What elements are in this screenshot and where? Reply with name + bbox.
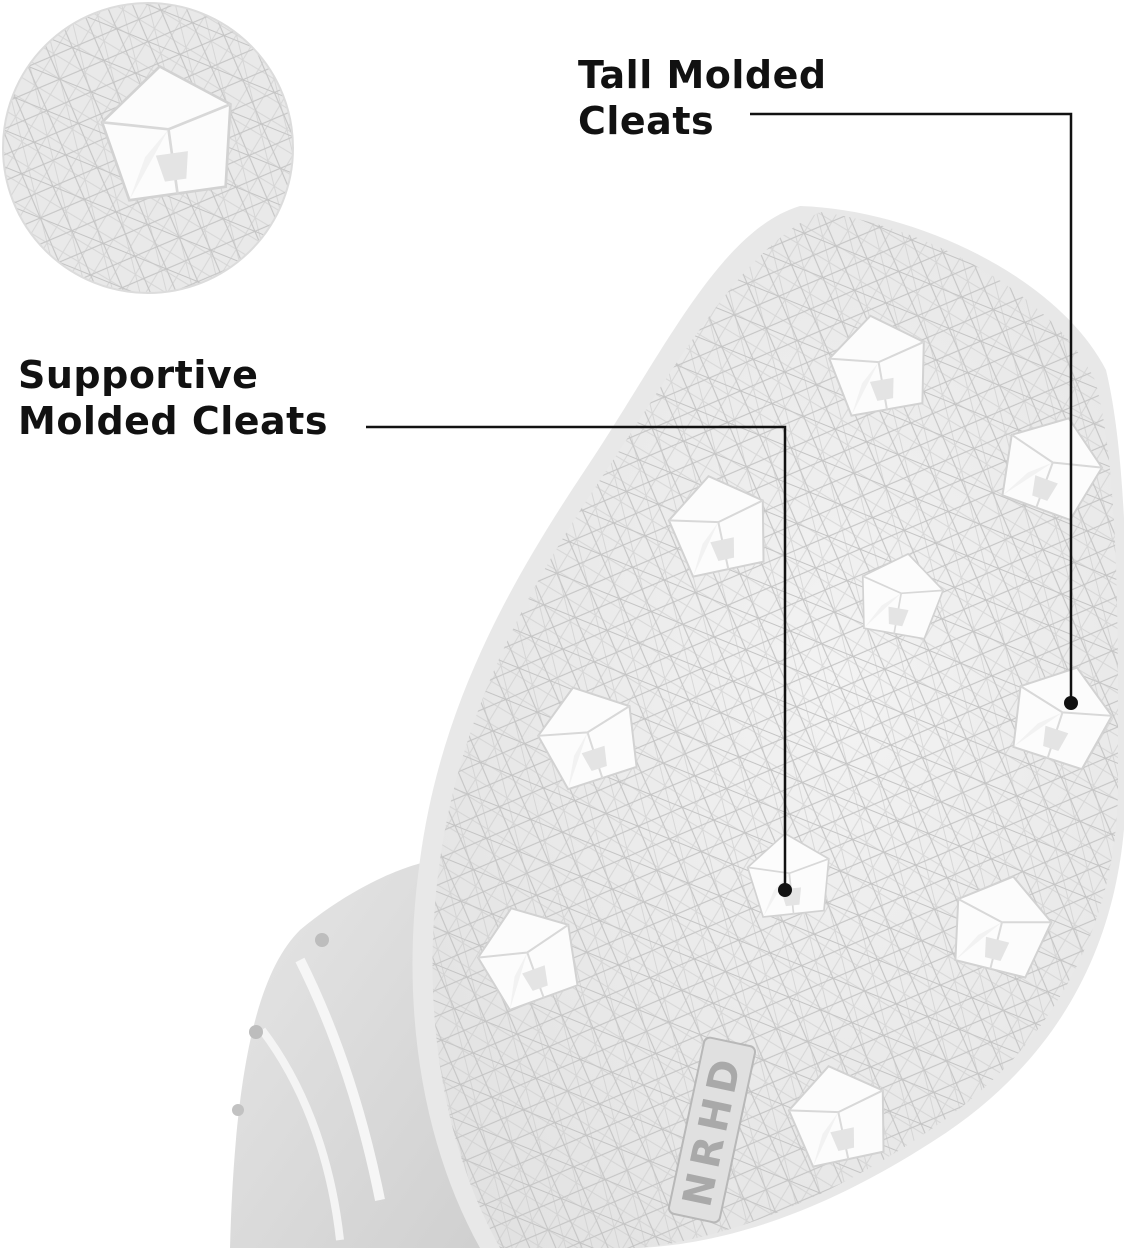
tall-cleats-marker bbox=[1064, 696, 1078, 710]
tall-molded-cleats-line2: Cleats bbox=[578, 99, 715, 143]
tall-molded-cleats-label: Tall Molded Cleats bbox=[578, 52, 827, 144]
supportive-molded-cleats-line2: Molded Cleats bbox=[18, 399, 328, 443]
supportive-cleats-marker bbox=[778, 883, 792, 897]
supportive-molded-cleats-line1: Supportive bbox=[18, 353, 259, 397]
tall-molded-cleats-line1: Tall Molded bbox=[578, 53, 827, 97]
supportive-cleats-leader bbox=[366, 425, 792, 897]
cleat-closeup-icon bbox=[2, 2, 294, 294]
tall-cleats-leader bbox=[750, 112, 1078, 710]
supportive-molded-cleats-label: Supportive Molded Cleats bbox=[18, 352, 328, 444]
